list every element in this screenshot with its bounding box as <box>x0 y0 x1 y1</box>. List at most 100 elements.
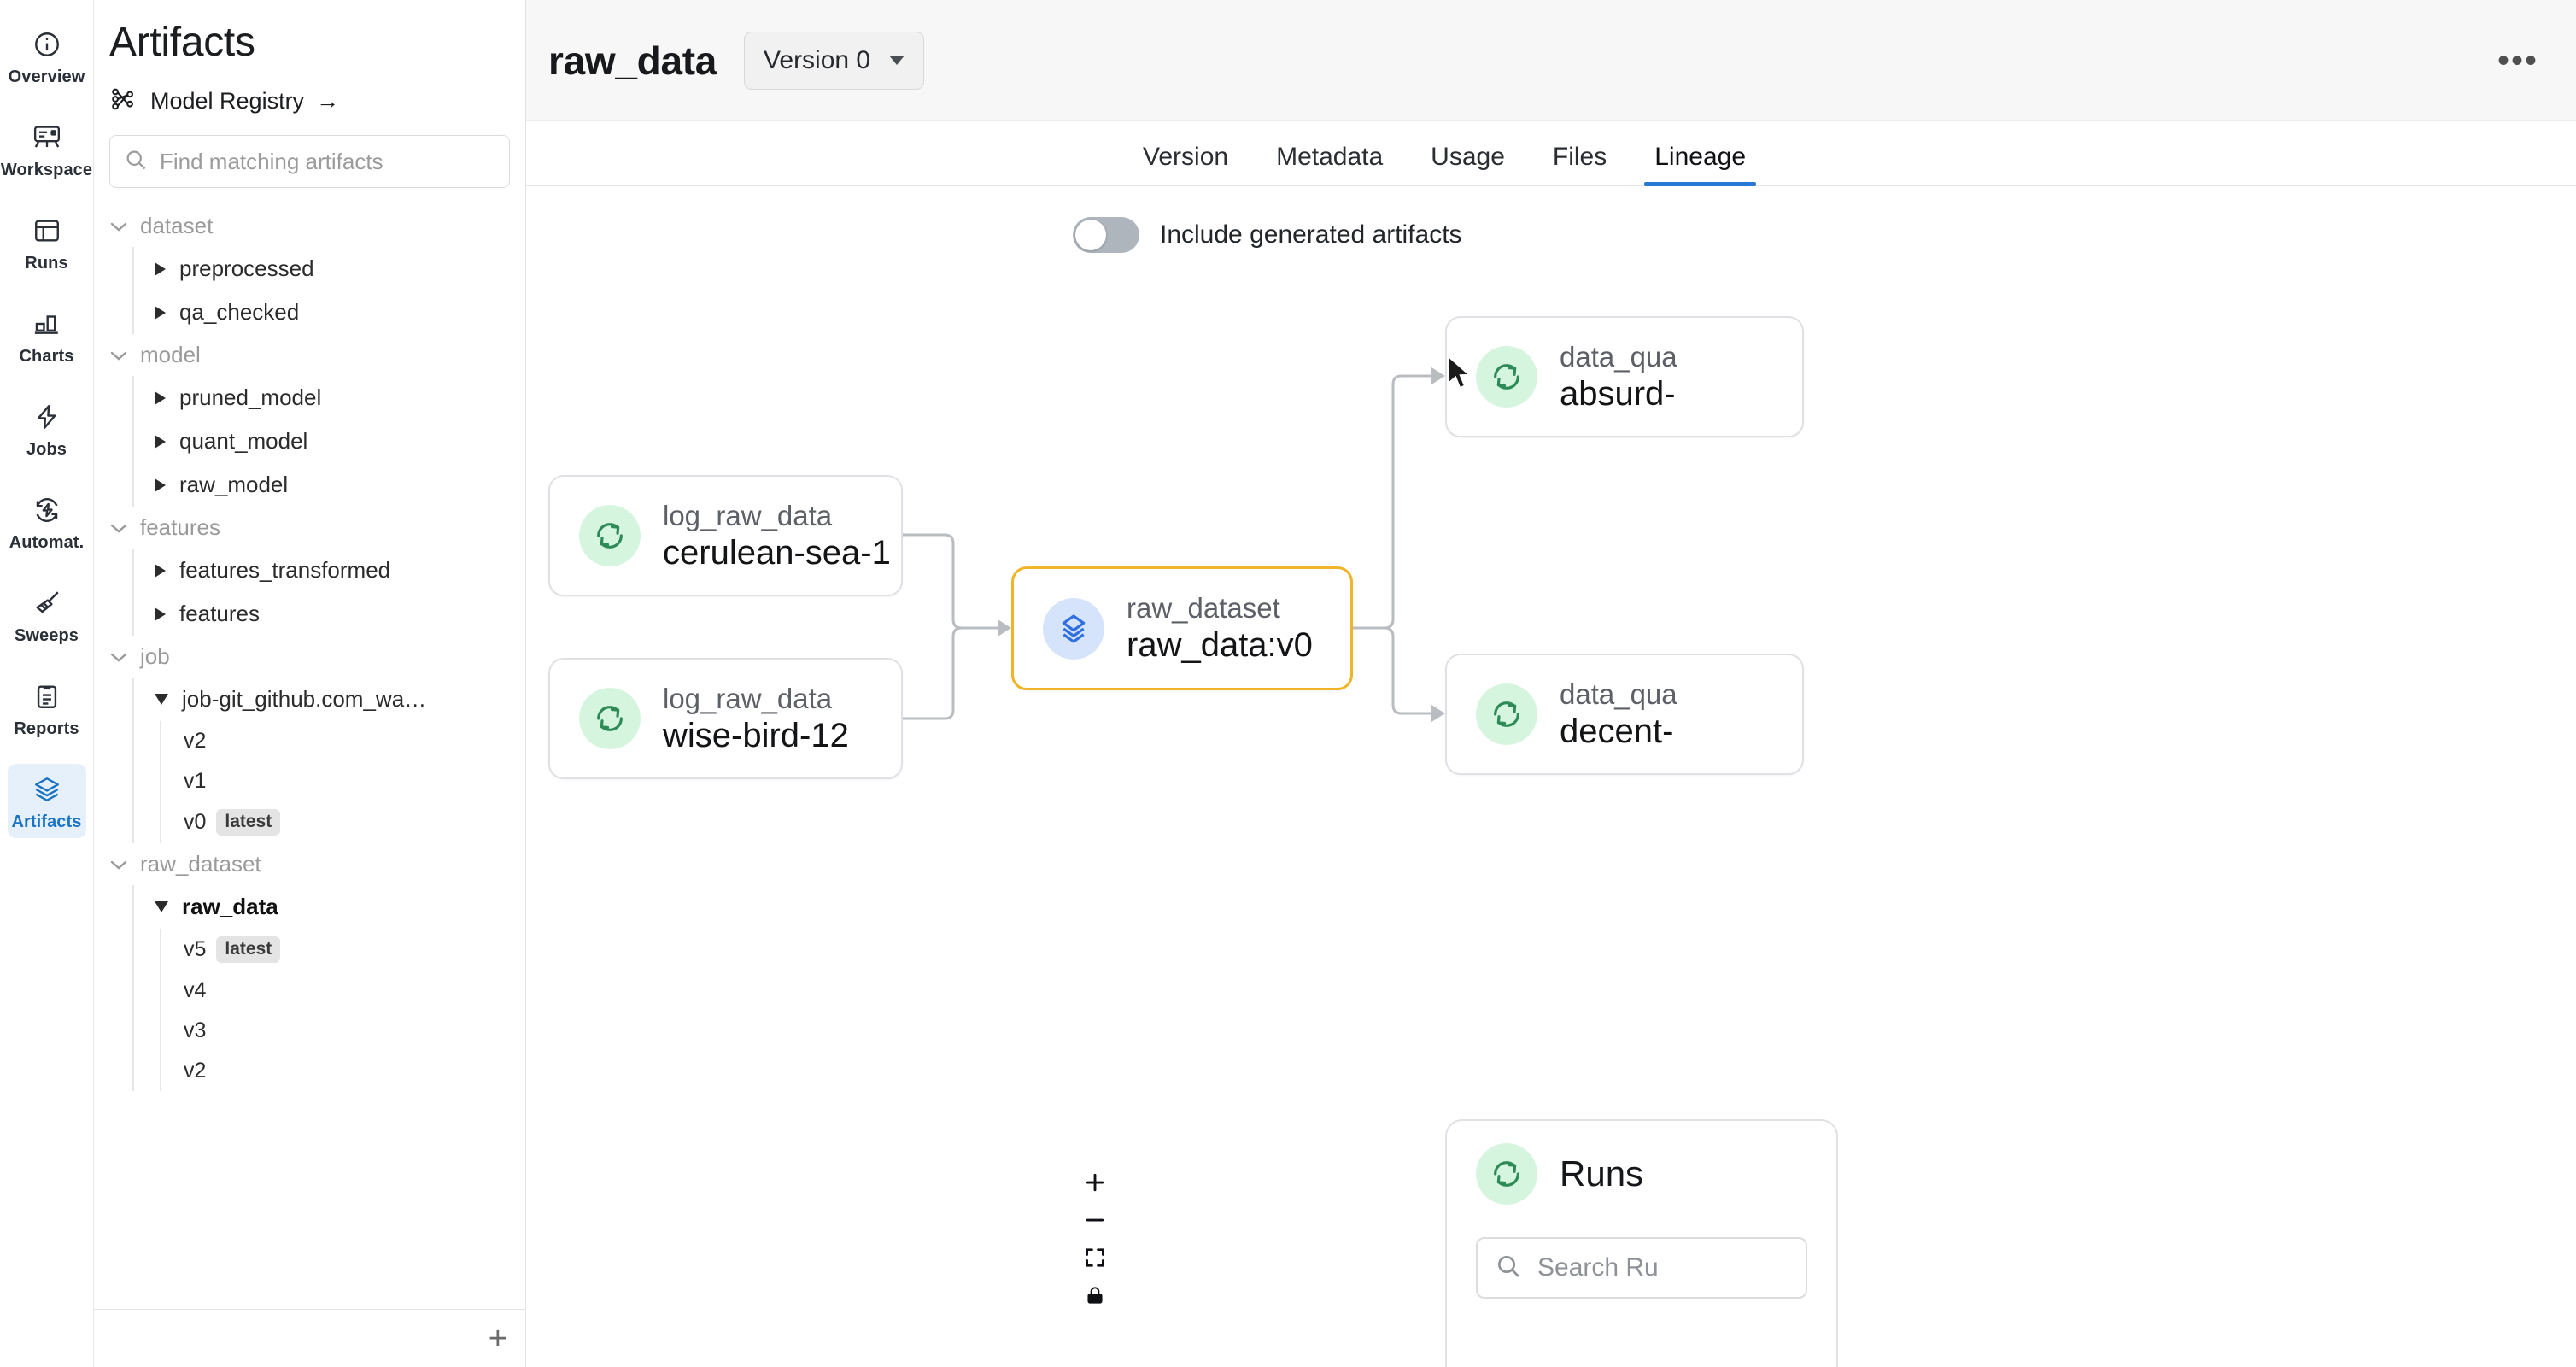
bolt-icon <box>31 401 63 433</box>
tree-group-raw-dataset[interactable]: raw_dataset <box>109 843 525 885</box>
tree-item-raw-model[interactable]: raw_model <box>134 463 525 507</box>
lineage-node-run-decent[interactable]: data_qua decent- <box>1445 654 1804 775</box>
sidebar-item-sweeps[interactable]: Sweeps <box>8 578 86 652</box>
table-icon <box>31 214 63 247</box>
sidebar-label-sweeps: Sweeps <box>14 626 79 645</box>
node-title: cerulean-sea-1 <box>663 533 891 572</box>
run-refresh-icon <box>579 688 641 749</box>
tab-label: Version <box>1143 143 1229 171</box>
sidebar-item-charts[interactable]: Charts <box>8 298 86 373</box>
search-input[interactable]: Find matching artifacts <box>109 135 510 188</box>
version-item[interactable]: v1 <box>161 761 525 801</box>
model-registry-link[interactable]: Model Registry → <box>94 66 525 118</box>
version-item[interactable]: v0 latest <box>161 801 525 843</box>
node-subtitle: data_qua <box>1560 678 1677 710</box>
tree-item-qa-checked[interactable]: qa_checked <box>134 290 525 334</box>
version-item[interactable]: v5 latest <box>161 929 525 971</box>
chevron-down-icon <box>155 694 168 705</box>
tree-item-label: preprocessed <box>179 255 314 281</box>
tree-children-dataset: preprocessed qa_checked <box>132 247 525 334</box>
version-label: v0 <box>184 810 207 834</box>
lineage-node-run-cerulean-sea-1[interactable]: log_raw_data cerulean-sea-1 <box>548 475 903 596</box>
tree-group-label: dataset <box>140 213 214 238</box>
bar-chart-icon <box>31 308 63 340</box>
tab-files[interactable]: Files <box>1529 143 1630 185</box>
tree-item-raw-data[interactable]: raw_data <box>134 885 525 929</box>
lineage-canvas[interactable]: log_raw_data cerulean-sea-1 log_raw_data… <box>526 188 2576 1367</box>
main-content: raw_data Version 0 ••• Version Metadata … <box>526 0 2576 1367</box>
tree-item-job-git[interactable]: job-git_github.com_wa… <box>134 678 525 721</box>
tree-item-label: quant_model <box>179 428 308 454</box>
add-artifact-button[interactable]: + <box>488 1321 507 1357</box>
tree-children-model: pruned_model quant_model raw_model <box>132 376 525 507</box>
chevron-right-icon <box>155 261 166 276</box>
tree-item-label: features <box>179 601 260 626</box>
tree-group-job[interactable]: job <box>109 636 525 678</box>
chevron-right-icon <box>155 305 166 320</box>
search-icon <box>124 148 148 176</box>
tab-metadata[interactable]: Metadata <box>1252 143 1407 185</box>
tree-item-label: raw_data <box>182 894 278 919</box>
tree-item-quant-model[interactable]: quant_model <box>134 419 525 463</box>
tree-group-dataset[interactable]: dataset <box>109 205 525 247</box>
artifact-tree: dataset preprocessed qa_checked model <box>94 205 525 1091</box>
artifact-title: raw_data <box>548 38 717 83</box>
node-title: absurd- <box>1560 374 1676 413</box>
run-refresh-icon <box>579 505 641 566</box>
sidebar-item-runs[interactable]: Runs <box>8 205 86 279</box>
fit-view-button[interactable] <box>1076 1239 1114 1276</box>
node-subtitle: log_raw_data <box>663 682 833 714</box>
tab-usage[interactable]: Usage <box>1407 143 1529 185</box>
runs-panel-title: Runs <box>1560 1153 1644 1194</box>
chevron-down-icon <box>155 901 168 912</box>
sidebar-label-jobs: Jobs <box>26 440 67 459</box>
tree-item-pruned-model[interactable]: pruned_model <box>134 376 525 419</box>
tree-item-features[interactable]: features <box>134 592 525 636</box>
tree-item-preprocessed[interactable]: preprocessed <box>134 247 525 290</box>
sidebar-item-jobs[interactable]: Jobs <box>8 391 86 466</box>
version-item[interactable]: v2 <box>161 1051 525 1091</box>
page-title: Artifacts <box>109 20 255 65</box>
panel-footer: + <box>94 1309 525 1367</box>
tab-label: Usage <box>1431 143 1505 171</box>
latest-badge: latest <box>216 936 281 963</box>
version-item[interactable]: v4 <box>161 971 525 1011</box>
zoom-in-button[interactable] <box>1076 1164 1114 1201</box>
arrow-head <box>1431 367 1445 384</box>
sidebar-item-automations[interactable]: Automat. <box>8 484 86 559</box>
zoom-out-button[interactable] <box>1076 1201 1114 1239</box>
sidebar-item-artifacts[interactable]: Artifacts <box>7 764 86 838</box>
workspace-icon <box>31 121 63 154</box>
version-label: v5 <box>184 937 207 961</box>
version-label: v3 <box>184 1018 207 1042</box>
automation-icon <box>31 494 63 526</box>
tab-version[interactable]: Version <box>1119 143 1252 185</box>
tree-item-features-transformed[interactable]: features_transformed <box>134 549 525 592</box>
lineage-node-run-absurd[interactable]: data_qua absurd- <box>1445 316 1804 437</box>
sidebar-item-workspace[interactable]: Workspace <box>1 112 92 186</box>
lineage-node-dataset-raw-data-v0[interactable]: raw_dataset raw_data:v0 <box>1011 566 1353 690</box>
sidebar-label-artifacts: Artifacts <box>11 813 82 831</box>
overflow-menu-button[interactable]: ••• <box>2497 41 2538 79</box>
runs-side-panel[interactable]: Runs Search Ru <box>1445 1119 1838 1367</box>
sidebar-item-overview[interactable]: Overview <box>8 19 86 93</box>
tree-group-label: job <box>140 643 170 669</box>
tree-group-features[interactable]: features <box>109 507 525 549</box>
toggle-knob <box>1075 220 1106 250</box>
lineage-node-run-wise-bird-12[interactable]: log_raw_data wise-bird-12 <box>548 658 903 779</box>
runs-search-input[interactable]: Search Ru <box>1476 1237 1807 1299</box>
chevron-down-icon <box>109 651 128 663</box>
tab-label: Lineage <box>1654 143 1747 171</box>
info-icon <box>31 28 63 61</box>
include-generated-artifacts-toggle[interactable] <box>1073 217 1139 253</box>
sidebar-label-runs: Runs <box>25 254 68 273</box>
version-item[interactable]: v3 <box>161 1011 525 1051</box>
tree-group-model[interactable]: model <box>109 334 525 376</box>
tab-lineage[interactable]: Lineage <box>1630 143 1770 186</box>
tree-item-label: raw_model <box>179 472 289 497</box>
version-item[interactable]: v2 <box>161 721 525 761</box>
lock-button[interactable] <box>1076 1276 1114 1314</box>
version-select[interactable]: Version 0 <box>744 31 925 90</box>
sidebar-item-reports[interactable]: Reports <box>8 671 86 745</box>
